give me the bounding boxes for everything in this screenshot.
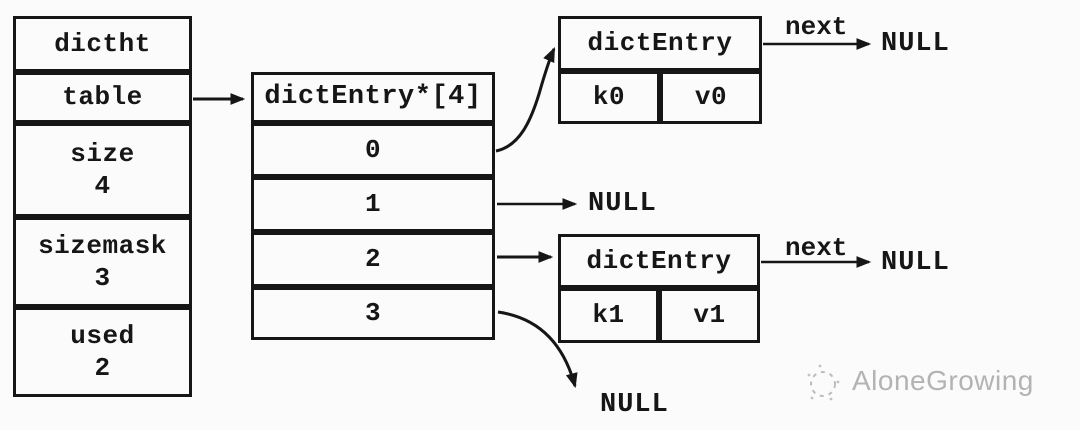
dict-entry-0-key-cell: k0 xyxy=(558,71,660,124)
bucket-slot-0: 0 xyxy=(251,123,495,177)
null-label-slot3: NULL xyxy=(600,390,669,420)
dictht-struct: dictht table size 4 sizemask 3 used 2 xyxy=(13,16,192,397)
dict-entry-0-kv-row: k0 v0 xyxy=(558,71,762,124)
bucket-array-header-cell: dictEntry*[4] xyxy=(251,72,495,123)
dictht-size-value: 4 xyxy=(94,171,111,201)
dict-entry-1-value: v1 xyxy=(693,300,726,331)
dictht-sizemask-label: sizemask xyxy=(38,230,167,261)
bucket-slot-3-label: 3 xyxy=(364,298,382,329)
dictht-table-label: table xyxy=(62,82,143,113)
null-label-entry0: NULL xyxy=(881,29,950,59)
dict-entry-1-key: k1 xyxy=(592,300,625,331)
dict-entry-0: dictEntry k0 v0 xyxy=(558,16,762,124)
dict-entry-1-title: dictEntry xyxy=(586,245,732,276)
dictht-sizemask-value: 3 xyxy=(94,263,111,293)
bucket-slot-2-label: 2 xyxy=(364,244,382,275)
dict-entry-0-title-cell: dictEntry xyxy=(558,16,762,71)
dictht-used-value: 2 xyxy=(94,353,111,383)
bucket-slot-0-label: 0 xyxy=(364,134,382,165)
dictht-sizemask-cell: sizemask 3 xyxy=(13,217,192,307)
next-label-entry1: next xyxy=(785,233,848,263)
dict-entry-1-key-cell: k1 xyxy=(558,288,659,343)
dictht-used-cell: used 2 xyxy=(13,307,192,397)
dict-entry-1-value-cell: v1 xyxy=(659,288,760,343)
dict-entry-0-title: dictEntry xyxy=(587,28,733,59)
next-label-entry0: next xyxy=(785,12,848,42)
dict-entry-0-value-cell: v0 xyxy=(660,71,762,124)
dictht-title: dictht xyxy=(54,28,151,59)
bucket-slot-1: 1 xyxy=(251,177,495,232)
null-label-slot1: NULL xyxy=(588,189,657,219)
dict-entry-0-value: v0 xyxy=(694,82,728,113)
watermark: AloneGrowing xyxy=(800,358,1034,404)
dictht-title-cell: dictht xyxy=(13,16,192,72)
bucket-slot-1-label: 1 xyxy=(364,189,382,220)
watermark-text: AloneGrowing xyxy=(852,365,1034,396)
bucket-slot-3: 3 xyxy=(251,287,495,340)
dictht-used-label: used xyxy=(70,320,135,351)
dict-entry-0-key: k0 xyxy=(592,82,626,113)
dict-entry-1: dictEntry k1 v1 xyxy=(558,234,760,343)
dict-entry-1-title-cell: dictEntry xyxy=(558,234,760,288)
arrow-slot0-to-entry0 xyxy=(495,46,556,153)
watermark-logo-icon xyxy=(807,364,840,401)
null-label-entry1: NULL xyxy=(881,248,950,278)
dictht-table-cell: table xyxy=(13,72,192,123)
dict-entry-1-kv-row: k1 v1 xyxy=(558,288,760,343)
bucket-array-header: dictEntry*[4] xyxy=(264,81,482,112)
bucket-array: dictEntry*[4] 0 1 2 3 xyxy=(251,72,495,340)
dictht-size-label: size xyxy=(70,138,135,169)
bucket-slot-2: 2 xyxy=(251,232,495,287)
dictht-size-cell: size 4 xyxy=(13,123,192,217)
